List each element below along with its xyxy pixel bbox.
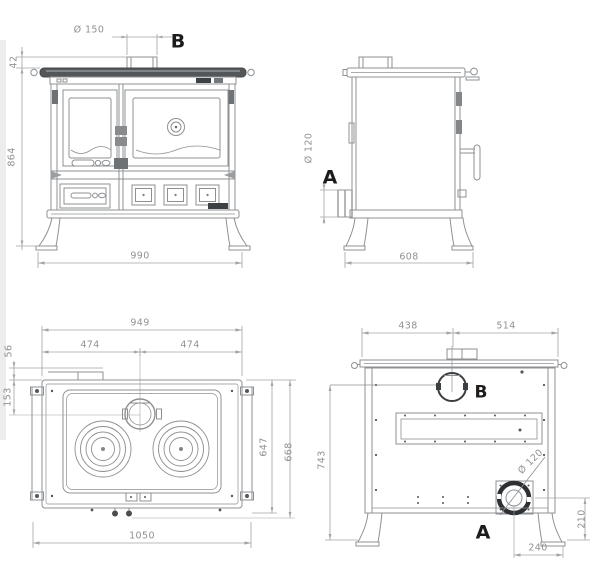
side-door-handle [460, 144, 481, 181]
rear-view [330, 346, 568, 547]
rear-body [364, 367, 556, 514]
plan-side-rails [30, 386, 254, 501]
front-right-door [124, 89, 229, 167]
side-body [351, 76, 461, 211]
side-dim-arrows [322, 184, 473, 265]
rear-screws [374, 370, 546, 504]
rear-legs [355, 512, 566, 547]
front-flue-marker-b: B [170, 30, 186, 53]
front-top-plate [39, 67, 247, 78]
rear-intake-offset-right-dim: 240 [528, 542, 548, 554]
rear-flue-marker-b: B [474, 382, 488, 403]
plan-flue-centre-offset-dim: 153 [2, 387, 14, 407]
front-flue-collar [126, 56, 158, 69]
front-flue-diameter-dim: Ø 150 [73, 24, 105, 36]
side-intake-marker-a: A [322, 166, 338, 189]
burner-right [152, 420, 210, 478]
plan-half-width-right-dim: 474 [180, 339, 200, 351]
rail-knob-right [247, 68, 255, 77]
rear-rail-knob-left [351, 362, 358, 369]
burner-left [74, 420, 132, 478]
rear-dimensions [325, 328, 590, 558]
rear-intake-marker-a: A [475, 521, 491, 544]
page-edge-artifact [0, 40, 6, 440]
front-dim-arrows [20, 35, 242, 265]
front-dimensions [16, 34, 243, 268]
rear-recess-panel [395, 412, 543, 445]
side-flue-box [358, 56, 393, 69]
side-intake-diameter-dim: Ø 120 [303, 132, 315, 164]
rear-dim-arrows [328, 331, 587, 557]
rail-knob-left [30, 68, 38, 77]
oven-thermometer [167, 118, 185, 136]
plan-dim-arrows [12, 328, 292, 545]
rear-flue-outlet-b [330, 346, 468, 402]
front-knob-right [126, 510, 132, 517]
plan-plate-depth-dim: 647 [258, 437, 270, 457]
plan-flue-collar [122, 398, 162, 430]
front-left-door [62, 89, 118, 167]
side-dimensions [320, 183, 474, 268]
front-panel-squares [131, 184, 220, 206]
rear-rail-knob-right [560, 362, 568, 369]
front-knob-left [112, 510, 118, 517]
plan-dimensions [9, 326, 296, 548]
rear-flue-collar-top [446, 348, 478, 360]
plan-overall-depth-dim: 668 [283, 442, 295, 462]
side-legs [343, 217, 474, 251]
front-drawer [59, 183, 111, 209]
front-view [30, 56, 255, 251]
front-door-handle [71, 159, 111, 167]
rear-flue-centre-height-dim: 743 [316, 450, 328, 470]
plan-view [30, 349, 254, 517]
rail-knob-side [470, 67, 478, 76]
plan-half-width-left-dim: 474 [80, 339, 100, 351]
plan-top-plate-width-dim: 949 [130, 317, 150, 329]
side-view [337, 56, 481, 251]
front-width-dim: 990 [130, 250, 150, 262]
front-collar-height-dim: 42 [8, 55, 20, 69]
rear-intake-centre-height-dim: 210 [576, 509, 588, 529]
side-depth-dim: 608 [399, 251, 419, 263]
plan-cooking-plate [62, 389, 222, 494]
front-legs [35, 217, 251, 251]
rear-flue-offset-left-dim: 438 [398, 320, 418, 332]
plan-rear-edge-offset-dim: 56 [3, 344, 15, 358]
plan-overall-width-dim: 1050 [129, 530, 155, 542]
rear-flue-offset-right-dim: 514 [496, 320, 516, 332]
front-height-dim: 864 [6, 147, 18, 167]
